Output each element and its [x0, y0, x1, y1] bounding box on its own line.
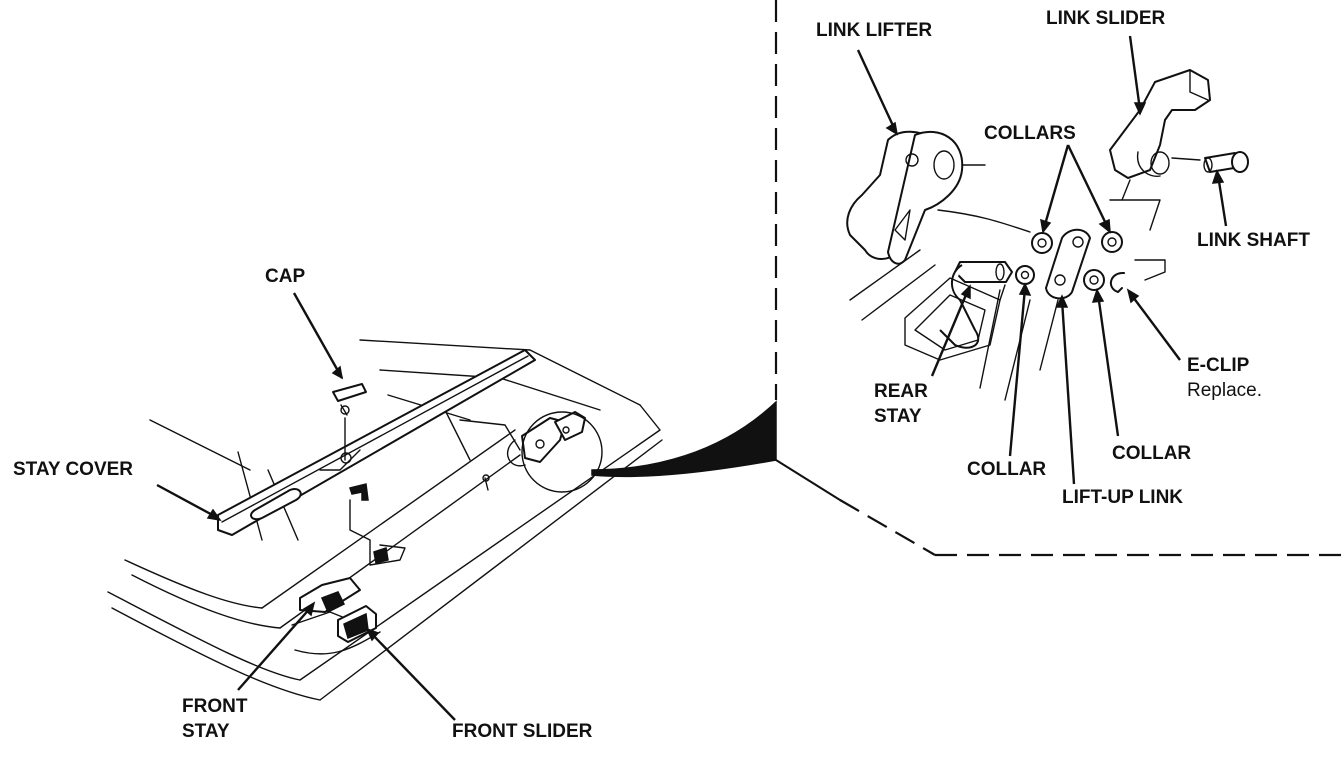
- rear-link-mini: [506, 411, 603, 493]
- label-rear-stay-line1: REAR: [874, 381, 928, 402]
- detail-guide-lines: [979, 289, 1059, 401]
- label-front-stay: FRONT STAY: [182, 694, 247, 744]
- label-rear-stay: REAR STAY: [874, 379, 928, 429]
- label-cap: CAP: [265, 266, 306, 287]
- stay-cover-part: [217, 349, 536, 536]
- label-collar-left: COLLAR: [967, 459, 1047, 480]
- label-rear-stay-line2: STAY: [874, 406, 922, 427]
- detail-border-diagonal: [775, 459, 841, 501]
- e-clip-part: [1109, 259, 1166, 293]
- label-collars: COLLARS: [984, 123, 1076, 144]
- middle-bracket: [349, 474, 490, 566]
- label-stay-cover: STAY COVER: [13, 459, 134, 480]
- link-lifter-part: [846, 130, 1031, 321]
- label-e-clip-note: Replace.: [1187, 380, 1262, 401]
- detail-border-diagonal-dash: [839, 499, 936, 556]
- cap-part: [332, 383, 367, 464]
- label-link-slider: LINK SLIDER: [1046, 8, 1166, 29]
- label-link-shaft: LINK SHAFT: [1197, 230, 1310, 251]
- leader-arrows: [156, 35, 1228, 721]
- front-stay-part: [291, 577, 361, 626]
- label-collar-right: COLLAR: [1112, 443, 1192, 464]
- link-shaft-part: [1203, 151, 1249, 173]
- label-lift-up-link: LIFT-UP LINK: [1062, 487, 1184, 508]
- label-e-clip: E-CLIP: [1187, 355, 1250, 376]
- label-link-lifter: LINK LIFTER: [816, 20, 933, 41]
- front-slider-part: [294, 605, 381, 655]
- link-slider-part: [1109, 69, 1211, 231]
- label-front-stay-line2: STAY: [182, 721, 230, 742]
- label-front-stay-line1: FRONT: [182, 696, 248, 717]
- collars-parts: [1015, 231, 1123, 291]
- rear-stay-part: [904, 261, 1013, 361]
- detail-callout-wedge: [591, 400, 777, 478]
- label-front-slider: FRONT SLIDER: [452, 721, 593, 742]
- lift-up-link-part: [1045, 228, 1091, 300]
